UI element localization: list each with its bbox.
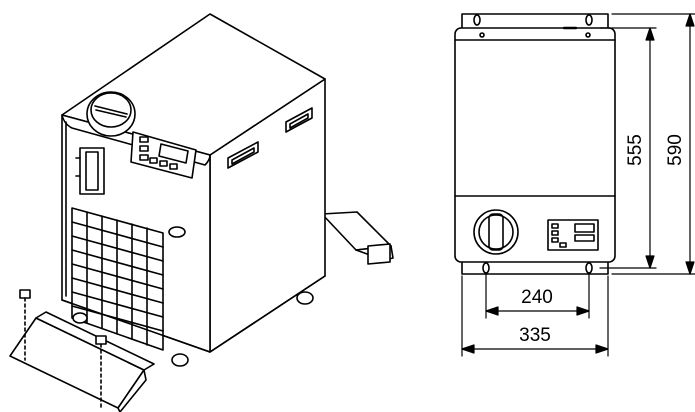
label-outer-height: 590 — [665, 134, 686, 166]
mounting-bracket-right — [321, 211, 394, 265]
bolt-left — [19, 289, 31, 361]
label-bolt-spacing: 240 — [521, 287, 553, 308]
logo-mark — [168, 226, 186, 238]
fill-cap — [86, 91, 136, 137]
label-overall-width: 335 — [519, 325, 551, 346]
dimension-outer-height — [611, 13, 695, 275]
control-panel-top — [547, 219, 599, 251]
dimension-inner-height — [599, 27, 657, 269]
side-handle-right — [285, 107, 313, 133]
label-inner-height: 555 — [625, 134, 646, 166]
chiller-unit-isometric — [61, 13, 326, 367]
caster-front-left — [72, 312, 88, 324]
caster-front-right — [171, 353, 189, 367]
fill-cap-top — [473, 209, 519, 255]
bolt-right — [95, 335, 107, 409]
front-grille — [71, 207, 164, 351]
control-panel — [130, 131, 197, 179]
dimension-bolt-spacing — [485, 273, 590, 319]
caster-rear-right — [296, 291, 314, 305]
side-handle-left — [227, 141, 259, 169]
mounting-bracket-left — [9, 311, 155, 412]
dimension-overall-width — [461, 275, 609, 357]
chiller-top-view — [454, 13, 616, 275]
sight-glass — [75, 147, 105, 195]
